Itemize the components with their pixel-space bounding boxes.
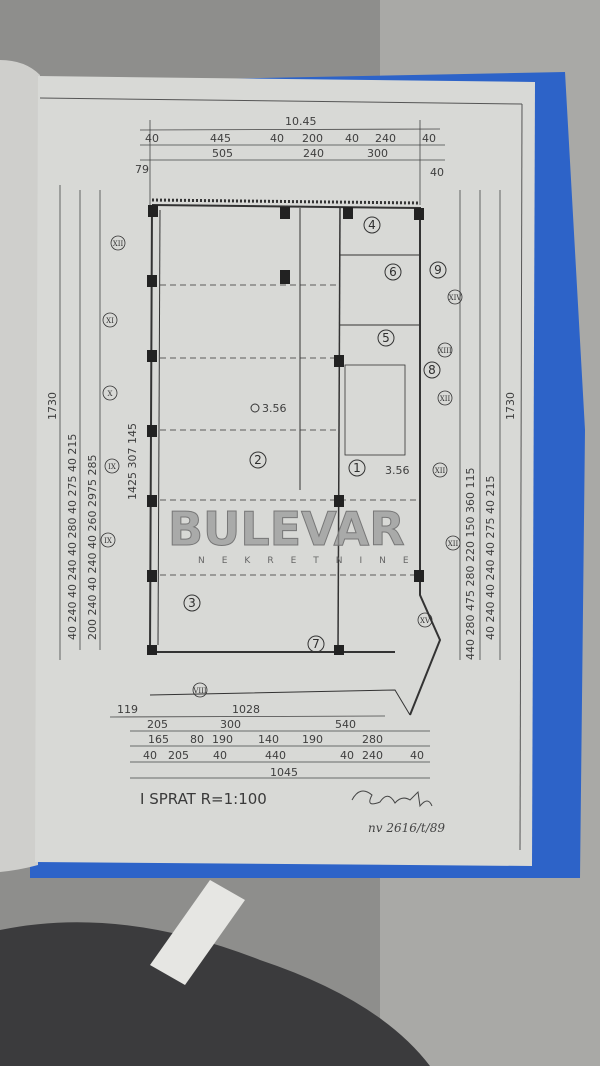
room-6: 6 xyxy=(389,265,397,279)
dim-bottom: 165 xyxy=(148,733,169,746)
dim-bottom: 140 xyxy=(258,733,279,746)
dim-top: 300 xyxy=(367,147,388,160)
dim-bottom: 190 xyxy=(302,733,323,746)
room-9: 9 xyxy=(434,263,442,277)
dim-bottom: 40 xyxy=(143,749,157,762)
signature-note: nv 2616/t/89 xyxy=(368,821,445,835)
dimension-lines xyxy=(59,120,501,779)
dim-left-outer: 1730 xyxy=(46,392,59,420)
sheet-frame-top xyxy=(39,97,523,105)
dim-top: 40 xyxy=(422,132,436,145)
axis-mark-right-4: XII xyxy=(435,467,446,475)
columns xyxy=(147,205,424,655)
dim-top: 200 xyxy=(302,132,323,145)
axis-mark-right-5: XII xyxy=(448,540,459,548)
dim-bottom-total: 1045 xyxy=(270,766,298,779)
axis-mark-right-1: XIV xyxy=(449,294,463,302)
axis-mark-left-5: IX xyxy=(104,537,112,545)
dim-bottom: 119 xyxy=(117,703,138,716)
room-3: 3 xyxy=(188,596,196,610)
dim-bottom: 190 xyxy=(212,733,233,746)
left-page xyxy=(0,60,40,872)
axis-mark-right-6: XV xyxy=(420,617,431,625)
dim-bottom: 205 xyxy=(168,749,189,762)
dim-left-chain: 1425 307 145 xyxy=(126,423,139,500)
axis-mark-left-3: X xyxy=(108,390,113,398)
dim-top: 40 xyxy=(145,132,159,145)
dim-bottom: 40 xyxy=(340,749,354,762)
axis-mark-left-6: VIII xyxy=(192,687,207,695)
dim-top: 40 xyxy=(270,132,284,145)
room-4: 4 xyxy=(368,218,376,232)
room-5: 5 xyxy=(382,331,390,345)
axis-mark-left-1: XII xyxy=(113,240,124,248)
dim-bottom: 1028 xyxy=(232,703,260,716)
room-7: 7 xyxy=(312,637,320,651)
dim-top: 79 xyxy=(135,163,149,176)
level-mark: 3.56 xyxy=(262,402,287,415)
dim-left-chain: 40 240 40 240 40 280 40 275 40 215 xyxy=(66,434,79,640)
watermark-subtitle: NEKRETNINE xyxy=(198,556,426,566)
dim-top: 505 xyxy=(212,147,233,160)
sheet-frame-right xyxy=(519,103,523,851)
knit-fabric xyxy=(0,922,430,1066)
dim-bottom: 540 xyxy=(335,718,356,731)
dim-top: 240 xyxy=(303,147,324,160)
dim-bottom: 40 xyxy=(410,749,424,762)
axis-mark-left-4: IX xyxy=(108,463,116,471)
dim-right-outer: 1730 xyxy=(504,392,517,420)
dim-right-chain: 440 280 475 280 220 150 360 115 xyxy=(464,468,477,660)
dim-top-total: 10.45 xyxy=(285,115,317,128)
dim-bottom: 40 xyxy=(213,749,227,762)
dim-bottom: 205 xyxy=(147,718,168,731)
dim-bottom: 280 xyxy=(362,733,383,746)
watermark-logo: BULEVAR xyxy=(168,502,405,556)
dim-top: 40 xyxy=(430,166,444,179)
room-1: 1 xyxy=(353,461,361,475)
axis-marks xyxy=(100,235,463,698)
room-2: 2 xyxy=(254,453,262,467)
dim-bottom: 300 xyxy=(220,718,241,731)
dim-bottom: 440 xyxy=(265,749,286,762)
dim-bottom: 80 xyxy=(190,733,204,746)
dim-right-chain: 40 240 40 240 40 275 40 215 xyxy=(484,476,497,640)
axis-mark-left-2: XI xyxy=(106,317,114,325)
dim-top: 40 xyxy=(345,132,359,145)
dim-top: 445 xyxy=(210,132,231,145)
signature xyxy=(351,790,433,808)
room-labels xyxy=(183,216,447,653)
dim-top: 240 xyxy=(375,132,396,145)
axis-mark-right-3: XII xyxy=(440,395,451,403)
dim-bottom: 240 xyxy=(362,749,383,762)
dim-left-chain: 200 240 40 240 40 260 2975 285 xyxy=(86,455,99,640)
room-8: 8 xyxy=(428,363,436,377)
paper-roll xyxy=(150,880,245,985)
axis-mark-right-2: XIII xyxy=(438,347,452,355)
drawing-title: I SPRAT R=1:100 xyxy=(140,790,267,808)
level-mark-stair: 3.56 xyxy=(385,464,410,477)
